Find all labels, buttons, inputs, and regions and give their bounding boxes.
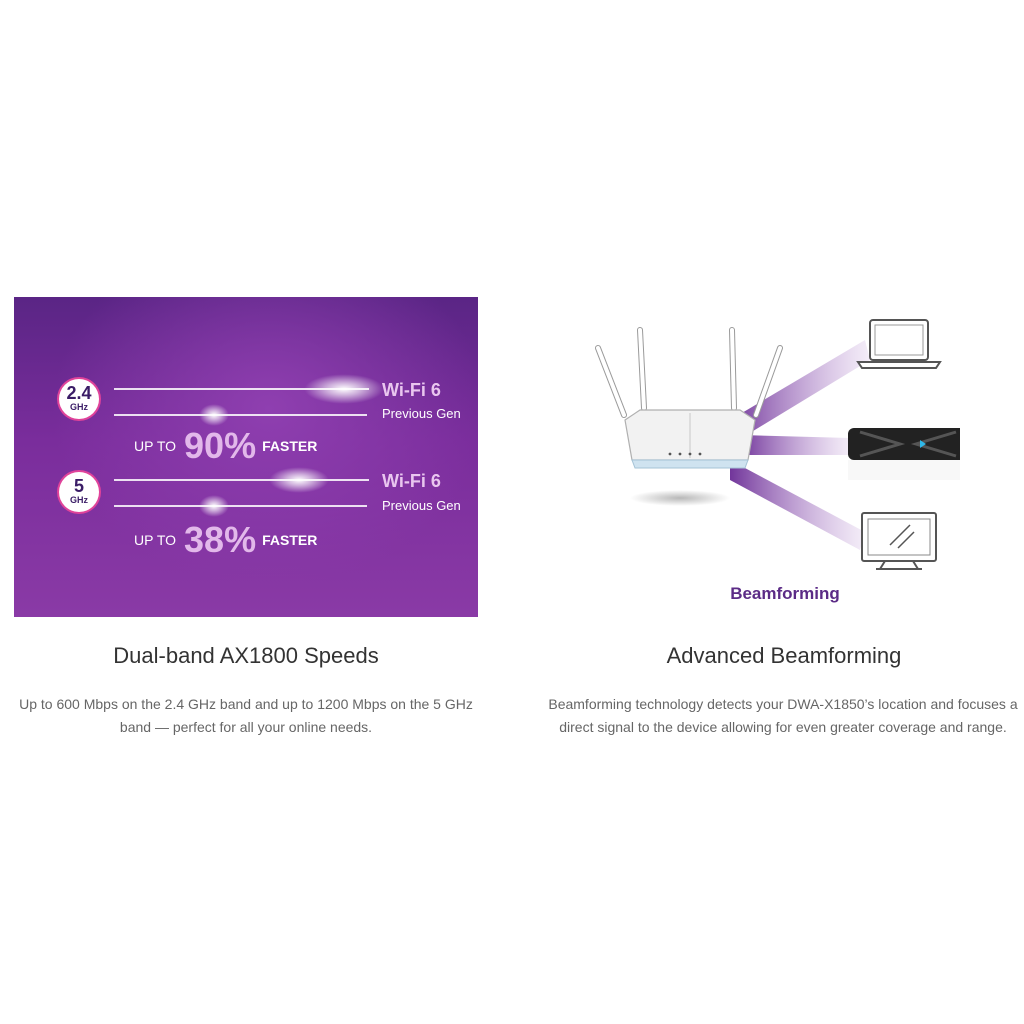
beam-to-laptop xyxy=(730,340,870,445)
beamforming-caption: Beamforming xyxy=(730,584,840,603)
speed-comparison-panel: 2.4 GHz Wi-Fi 6 Previous Gen UP TO 90% FAS… xyxy=(14,297,478,617)
wifi6-speed-line xyxy=(114,388,369,390)
wifi6-glow xyxy=(304,374,384,404)
upto-label: UP TO xyxy=(134,532,177,548)
faster-label: FASTER xyxy=(262,532,318,548)
prev-gen-label: Previous Gen xyxy=(382,406,461,421)
laptop-icon xyxy=(856,319,942,369)
band-5ghz-badge: 5 GHz xyxy=(59,472,99,512)
feature-title-beamforming: Advanced Beamforming xyxy=(666,643,902,668)
prev-gen-speed-line xyxy=(114,505,367,507)
wifi6-glow xyxy=(269,467,329,493)
band-24ghz-badge: 2.4 GHz xyxy=(59,379,99,419)
wifi6-label: Wi-Fi 6 xyxy=(382,380,441,400)
feature-desc-speeds: Up to 600 Mbps on the 2.4 GHz band and u… xyxy=(19,696,473,735)
prev-gen-glow xyxy=(199,404,229,426)
prev-gen-label: Previous Gen xyxy=(382,498,461,513)
wifi6-label: Wi-Fi 6 xyxy=(382,471,441,491)
feature-title-speeds: Dual-band AX1800 Speeds xyxy=(113,643,379,668)
usb-adapter-icon xyxy=(848,428,960,480)
monitor-icon xyxy=(861,512,937,570)
band-unit: GHz xyxy=(70,495,88,505)
speed-gain-percent: 90% xyxy=(184,425,257,466)
band-number: 5 xyxy=(73,476,84,496)
band-unit: GHz xyxy=(70,402,88,412)
band2-speed-gain: UP TO 38% FASTER xyxy=(134,519,317,561)
band1-speed-gain: UP TO 90% FASTER xyxy=(134,425,317,467)
speed-gain-percent: 38% xyxy=(184,519,257,560)
prev-gen-glow xyxy=(199,495,229,517)
band-number: 2.4 xyxy=(66,383,92,403)
router-icon xyxy=(595,327,783,469)
feature-desc-beamforming: Beamforming technology detects your DWA-… xyxy=(548,696,1018,735)
faster-label: FASTER xyxy=(262,438,318,454)
beam-to-adapter xyxy=(740,435,850,455)
beam-to-monitor xyxy=(730,460,865,550)
beamforming-illustration xyxy=(595,319,960,570)
wifi6-speed-line xyxy=(114,479,369,481)
prev-gen-speed-line xyxy=(114,414,367,416)
upto-label: UP TO xyxy=(134,438,177,454)
